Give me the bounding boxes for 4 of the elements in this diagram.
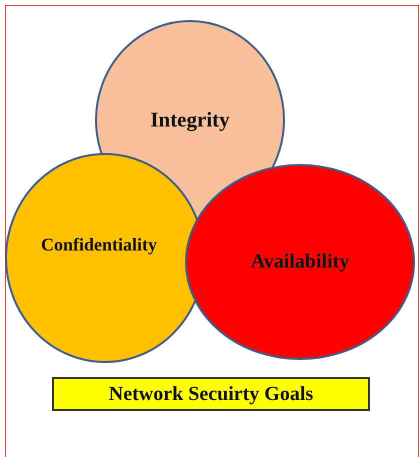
title-banner: Network Secuirty Goals (52, 377, 370, 411)
circle-label: Availability (250, 250, 350, 274)
circle-label: Confidentiality (41, 234, 157, 256)
circle-label: Integrity (150, 108, 230, 132)
